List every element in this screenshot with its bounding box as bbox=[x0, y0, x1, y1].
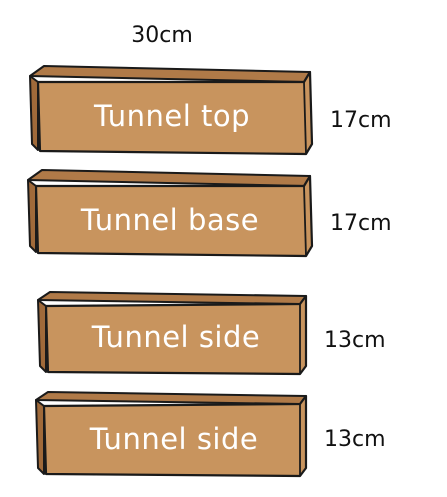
piece-dimension: 13cm bbox=[324, 427, 386, 452]
piece-top-face bbox=[29, 65, 311, 83]
piece-side-face bbox=[29, 75, 39, 151]
piece-label: Tunnel side bbox=[91, 320, 260, 354]
piece-label: Tunnel top bbox=[93, 99, 250, 133]
piece-tunnel-top: Tunnel top bbox=[29, 65, 314, 156]
width-label: 30cm bbox=[131, 23, 193, 48]
piece-top-face bbox=[35, 391, 307, 405]
piece-tunnel-side-1: Tunnel side bbox=[37, 291, 308, 376]
piece-top-face bbox=[37, 291, 307, 305]
piece-dimension: 17cm bbox=[330, 108, 392, 133]
piece-tunnel-side-2: Tunnel side bbox=[35, 391, 308, 478]
piece-dimension: 13cm bbox=[324, 328, 386, 353]
piece-side-face bbox=[35, 399, 45, 475]
piece-label: Tunnel side bbox=[89, 422, 258, 456]
piece-side-face bbox=[37, 299, 47, 373]
piece-tunnel-base: Tunnel base bbox=[27, 169, 314, 258]
piece-label: Tunnel base bbox=[80, 203, 259, 237]
piece-dimension: 17cm bbox=[330, 211, 392, 236]
piece-top-face bbox=[27, 169, 311, 187]
piece-side-face bbox=[27, 179, 37, 253]
